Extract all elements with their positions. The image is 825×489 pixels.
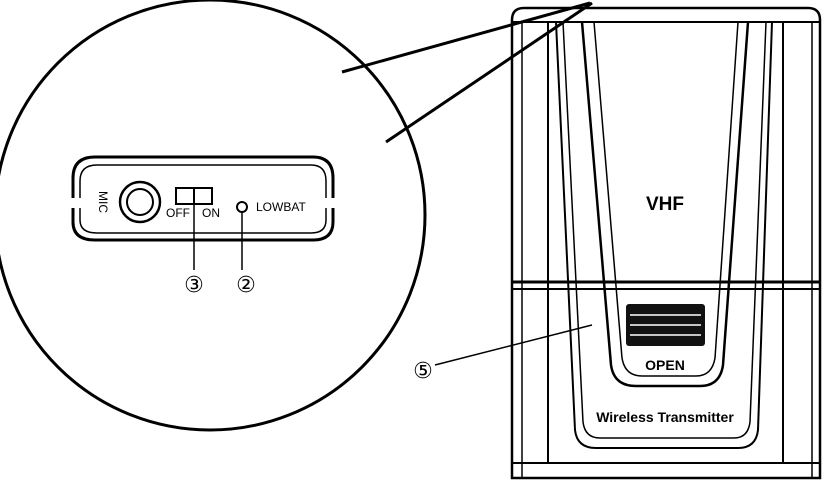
callout-3: ③ (184, 273, 204, 298)
callout-5: ⑤ (413, 359, 433, 384)
zoom-leader-top (341, 1, 591, 74)
open-label: OPEN (645, 357, 685, 373)
lowbat-label: LOWBAT (256, 200, 306, 214)
switch-off-label: OFF (166, 206, 190, 220)
switch-on-label: ON (202, 206, 220, 220)
callout-2: ② (236, 273, 256, 298)
open-grip (626, 304, 705, 346)
product-label: Wireless Transmitter (596, 409, 734, 425)
mic-jack (118, 180, 162, 224)
callout-5-leader (434, 324, 593, 366)
zoom-circle (0, 0, 427, 432)
top-panel (71, 155, 335, 242)
power-switch (175, 187, 213, 205)
zoom-leader-bottom (385, 1, 593, 144)
mic-label: MIC (96, 191, 110, 213)
vhf-label: VHF (646, 194, 684, 215)
belt-clip-outline (555, 21, 773, 449)
transmitter-body (510, 6, 822, 480)
